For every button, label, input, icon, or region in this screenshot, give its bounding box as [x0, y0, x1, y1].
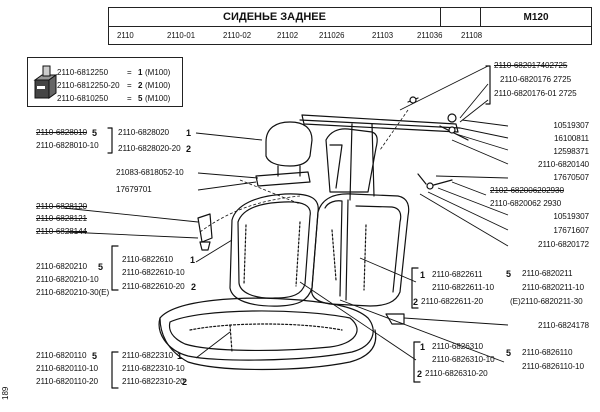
part-number: 2110-6826310-20: [425, 369, 488, 378]
part-number: 2110-6820062 2930: [490, 199, 562, 208]
legend-part: 2110-6810250: [57, 94, 109, 103]
section-code: M120: [481, 8, 591, 27]
model-cell: 2110: [117, 31, 134, 40]
part-number: 2110-6828010-10: [36, 141, 99, 150]
legend-part: 2110-6812250-20: [57, 81, 120, 90]
part-number: 10519307: [553, 212, 589, 221]
model-cell: 21102: [277, 31, 299, 40]
part-number: 12598371: [553, 147, 589, 156]
part-number: (E)2110-6820211-30: [510, 297, 583, 306]
part-number: 2110-6822310-10: [122, 364, 185, 373]
part-number: 2110-682017402725: [494, 61, 568, 70]
model-cell: 211036: [417, 31, 443, 40]
bracket-line: [107, 127, 113, 154]
qty-number: 1: [177, 351, 183, 361]
part-number: 2110-6820211: [522, 269, 573, 278]
legend-model: (M100): [145, 68, 171, 77]
qty-number: 2: [413, 297, 419, 307]
legend-model: (M100): [145, 94, 171, 103]
model-cell: 211026: [319, 31, 345, 40]
part-number: 2110-6824178: [537, 321, 589, 330]
qty-number: 2: [186, 144, 192, 154]
model-cell: 21103: [372, 31, 394, 40]
part-number: 17670507: [553, 173, 589, 182]
page-number: 189: [1, 386, 10, 400]
header-blank-cell: [441, 8, 481, 27]
qty-number: 2: [182, 377, 188, 387]
part-number: 17679701: [116, 185, 152, 194]
qty-number: 2: [191, 282, 197, 292]
model-cell: 2110-02: [223, 31, 252, 40]
qty-number: 1: [190, 255, 196, 265]
part-number: 2110-6820210-10: [36, 275, 99, 284]
catalog-header: СИДЕНЬЕ ЗАДНЕЕ M120 2110 2110-01 2110-02…: [108, 7, 592, 45]
part-number: 2110-6820110-10: [36, 364, 98, 373]
legend-qty: 5: [138, 94, 143, 103]
part-number: 2110-6820172: [537, 240, 589, 249]
part-number: 17671607: [553, 226, 589, 235]
part-number: 2110-6820176 2725: [500, 75, 572, 84]
qty-number: 5: [506, 348, 512, 358]
part-number: 10519307: [553, 121, 589, 130]
part-package-icon: [33, 65, 58, 99]
part-number: 2102-682006202930: [490, 186, 564, 195]
legend-qty: 1: [138, 68, 143, 77]
part-number: 2110-6820140: [537, 160, 589, 169]
part-number: 2110-6828144: [36, 227, 88, 236]
part-number: 2110-6826310: [432, 342, 484, 351]
qty-number: 1: [420, 342, 426, 352]
part-number: 2110-6820211-10: [522, 283, 584, 292]
part-number: 21083-6818052-10: [116, 168, 184, 177]
part-number: 2110-6826310-10: [432, 355, 495, 364]
legend-part: 2110-6812250: [57, 68, 109, 77]
qty-number: 5: [92, 351, 98, 361]
legend-model: (M100): [145, 81, 171, 90]
quantity-legend: 2110-6812250 = 1 (M100) 2110-6812250-20 …: [27, 57, 183, 107]
part-number: 2110-6820110-20: [36, 377, 98, 386]
part-number: 2110-6820176-01 2725: [494, 89, 577, 98]
part-number: 2110-6828020-20: [118, 144, 181, 153]
part-number: 2110-6826110-10: [522, 362, 584, 371]
part-number: 2110-6828120: [36, 202, 88, 211]
part-number: 2110-6828121: [36, 214, 88, 223]
part-number: 2110-6826110: [522, 348, 573, 357]
model-cell: 21108: [461, 31, 483, 40]
part-number: 2110-6822611: [432, 270, 483, 279]
part-number: 2110-6828020: [118, 128, 170, 137]
part-number: 2110-6822610-10: [122, 268, 185, 277]
part-number: 2110-6822610-20: [122, 282, 185, 291]
qty-number: 2: [417, 369, 423, 379]
part-number: 2110-6820210-30(E): [36, 288, 110, 297]
part-number: 2110-6820110: [36, 351, 87, 360]
model-row: 2110 2110-01 2110-02 21102 211026 21103 …: [109, 27, 591, 44]
qty-number: 1: [186, 128, 192, 138]
qty-number: 1: [420, 270, 426, 280]
part-number: 2110-6822611-20: [421, 297, 483, 306]
legend-qty: 2: [138, 81, 143, 90]
qty-number: 5: [98, 262, 104, 272]
page-title: СИДЕНЬЕ ЗАДНЕЕ: [109, 8, 441, 27]
part-number: 2110-6822310-20: [122, 377, 185, 386]
part-number: 2110-6822611-10: [432, 283, 494, 292]
part-number: 2110-6822310: [122, 351, 174, 360]
part-number: 2110-6820210: [36, 262, 88, 271]
part-number: 16100811: [553, 134, 589, 143]
qty-number: 5: [506, 269, 512, 279]
part-number: 2110-6828010: [36, 128, 88, 137]
part-number: 2110-6822610: [122, 255, 174, 264]
model-cell: 2110-01: [167, 31, 196, 40]
qty-number: 5: [92, 128, 98, 138]
